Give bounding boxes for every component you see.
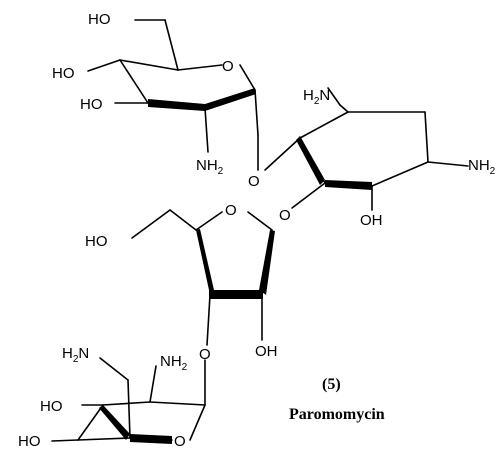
- wedge-bond: [296, 136, 325, 185]
- label-ho-c3: HO: [80, 96, 103, 113]
- bond: [327, 87, 341, 106]
- bond: [77, 404, 104, 441]
- label-o-link-cd: O: [199, 346, 211, 363]
- bond: [87, 59, 121, 72]
- wedge-bond: [325, 180, 372, 190]
- bond: [195, 211, 223, 231]
- wedge-bond: [205, 88, 256, 111]
- wedge-bond: [130, 434, 172, 444]
- label-nh2-a: NH2: [196, 157, 224, 177]
- bond: [206, 294, 211, 346]
- bond: [177, 64, 223, 71]
- bond: [119, 59, 149, 104]
- bond: [204, 107, 209, 153]
- bond: [239, 64, 256, 91]
- bond: [299, 111, 349, 139]
- label-ho-c6: HO: [88, 11, 111, 28]
- bond: [424, 111, 429, 163]
- bond: [254, 89, 259, 136]
- label-ho-d4: HO: [40, 398, 63, 415]
- bond: [149, 365, 157, 403]
- bond: [371, 161, 429, 187]
- bond: [164, 19, 179, 71]
- wedge-bond: [259, 230, 275, 295]
- label-h2n-d: H2N: [62, 345, 89, 365]
- bond: [291, 182, 326, 209]
- label-oh-c: OH: [255, 343, 278, 360]
- label-nh2-b: NH2: [468, 157, 496, 177]
- bond: [51, 439, 79, 442]
- label-nh2-d: NH2: [160, 353, 188, 373]
- bond: [427, 161, 469, 167]
- label-o-ring-d: O: [174, 433, 186, 450]
- wedge-bond: [99, 405, 130, 440]
- label-ho-d3: HO: [18, 433, 41, 450]
- label-o-ring-a: O: [222, 58, 234, 75]
- bond: [77, 437, 131, 441]
- compound-name: Paromomycin: [289, 406, 385, 423]
- label-o-ring-c: O: [225, 202, 237, 219]
- wedge-bond: [148, 99, 205, 111]
- bond: [264, 137, 301, 171]
- bond: [102, 401, 151, 406]
- label-ho-c4: HO: [52, 65, 75, 82]
- wedge-bond: [196, 229, 214, 290]
- label-h2n-b: H2N: [303, 87, 330, 107]
- label-oh-b: OH: [360, 212, 383, 229]
- bond: [99, 357, 129, 381]
- bond: [127, 379, 131, 439]
- bond: [339, 104, 349, 113]
- label-o-link-bc: O: [279, 207, 291, 224]
- bond: [149, 401, 206, 406]
- label-ho-c5: HO: [85, 233, 108, 250]
- compound-number: (5): [322, 376, 341, 393]
- label-o-link-ab: O: [248, 173, 260, 190]
- bond: [131, 209, 171, 239]
- wedge-bond: [209, 290, 263, 299]
- bond: [247, 211, 273, 231]
- bond: [119, 59, 179, 71]
- bond: [169, 209, 197, 231]
- bond: [189, 404, 206, 441]
